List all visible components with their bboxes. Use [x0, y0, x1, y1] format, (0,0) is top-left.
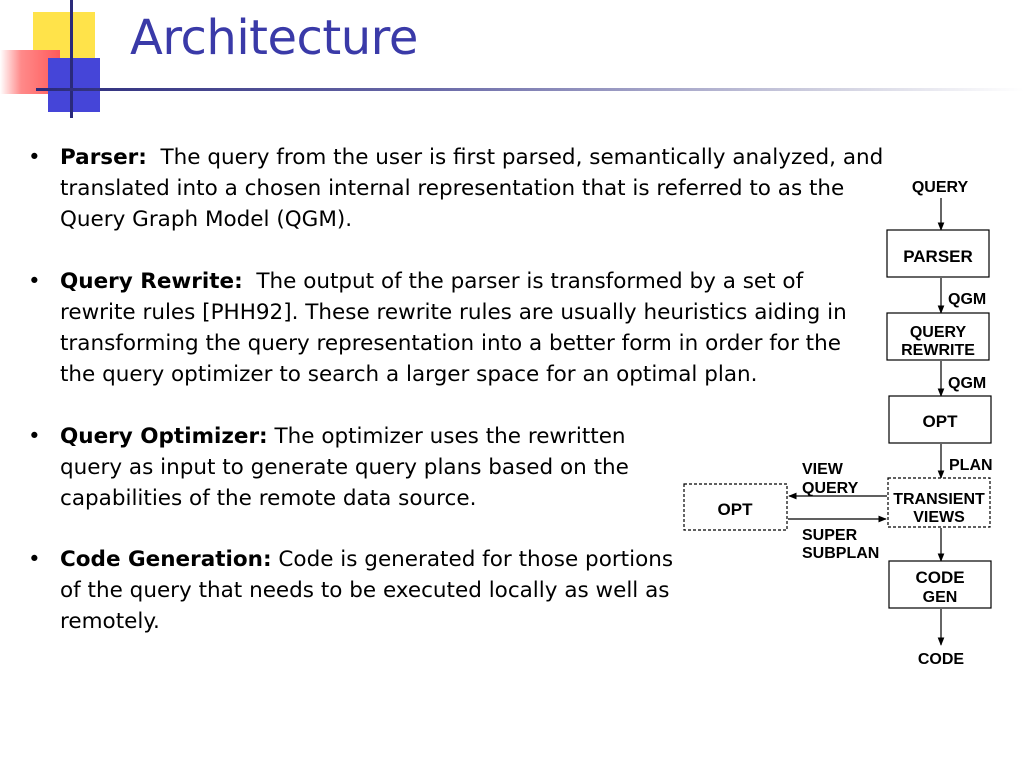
- qgm-label-2: QGM: [948, 375, 986, 392]
- bullet-term: Parser:: [60, 145, 147, 170]
- opt-box-label: OPT: [923, 412, 959, 431]
- diagram-input-label: QUERY: [912, 179, 969, 196]
- view-query-line1: VIEW: [802, 461, 844, 478]
- bullet-dot-icon: •: [28, 269, 41, 294]
- code-gen-box: [888, 560, 992, 609]
- transient-views-line2: VIEWS: [913, 509, 965, 526]
- code-gen-line1: CODE: [915, 568, 964, 587]
- diagram-output-label: CODE: [918, 651, 965, 668]
- bullet-text: The optimizer uses the rewritten query a…: [60, 424, 629, 511]
- query-rewrite-line2: REWRITE: [901, 342, 975, 359]
- bullet-term: Code Generation:: [60, 547, 272, 572]
- bullet-text: Code is generated for those portions of …: [60, 547, 674, 634]
- title-underline: [36, 88, 1024, 91]
- query-rewrite-line1: QUERY: [910, 324, 967, 341]
- bullet-term: Query Optimizer:: [60, 424, 268, 449]
- slide-title: Architecture: [130, 10, 418, 66]
- bullet-dot-icon: •: [28, 547, 41, 572]
- code-gen-line2: GEN: [923, 589, 958, 606]
- bullet-dot-icon: •: [28, 424, 41, 449]
- bullet-term: Query Rewrite:: [60, 269, 243, 294]
- bullet-dot-icon: •: [28, 145, 41, 170]
- bullet-text: The output of the parser is transformed …: [60, 269, 847, 387]
- parser-box: [886, 229, 990, 278]
- parser-box-label: PARSER: [903, 247, 973, 266]
- super-subplan-line2: SUBPLAN: [802, 545, 879, 562]
- corner-logo: [0, 0, 140, 120]
- view-query-line2: QUERY: [802, 480, 859, 497]
- transient-views-line1: TRANSIENT: [893, 491, 985, 508]
- logo-blue-square: [48, 58, 100, 112]
- bullet-text: The query from the user is first parsed,…: [60, 145, 884, 232]
- super-subplan-line1: SUPER: [802, 527, 858, 544]
- remote-opt-box: [683, 483, 788, 531]
- opt-box: [888, 395, 992, 444]
- remote-opt-box-label: OPT: [718, 500, 754, 519]
- query-rewrite-box: [886, 312, 990, 361]
- plan-label: PLAN: [949, 457, 993, 474]
- qgm-label-1: QGM: [948, 291, 986, 308]
- logo-vertical-line: [70, 0, 73, 118]
- transient-views-box: [887, 477, 991, 528]
